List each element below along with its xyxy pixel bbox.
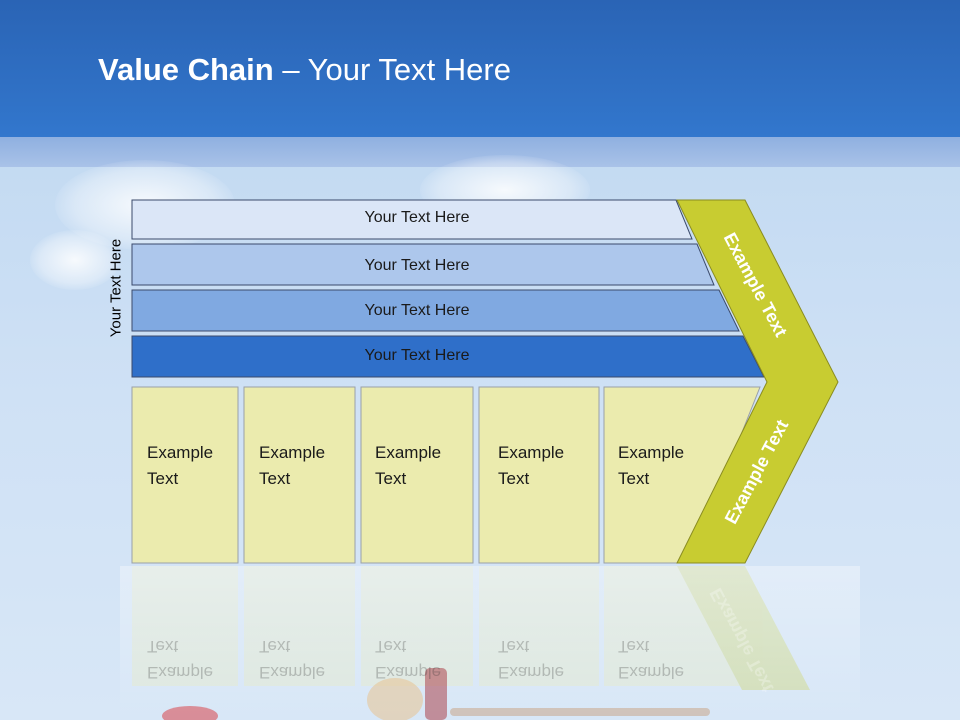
bar-label-4: Your Text Here <box>364 347 470 364</box>
column-label-5-reflection: Example Text <box>618 633 713 685</box>
column-label-line1: Example <box>498 663 565 682</box>
slide-title: Value Chain – Your Text Here <box>98 52 511 88</box>
wine-bottle-shape <box>425 668 447 720</box>
column-label-line2: Text <box>375 637 407 656</box>
column-label-1-reflection: Example Text <box>147 633 242 685</box>
chevron-arrow <box>676 199 839 564</box>
slide-title-rest: – Your Text Here <box>273 52 511 87</box>
corkscrew-shape <box>450 708 710 716</box>
slide-title-bold: Value Chain <box>98 52 274 87</box>
bar-label-1: Your Text Here <box>364 209 470 226</box>
title-bar <box>0 0 960 137</box>
column-4 <box>478 386 600 564</box>
column-1 <box>131 386 239 564</box>
column-2 <box>243 386 356 564</box>
column-label-line2: Text <box>259 469 291 488</box>
column-label-line2: Text <box>498 637 530 656</box>
column-label-line1: Example <box>147 663 214 682</box>
bread-shape <box>367 678 423 720</box>
column-3 <box>360 386 474 564</box>
column-label-line2: Text <box>618 637 650 656</box>
column-label-3-reflection: Example Text <box>375 633 470 685</box>
bar-3 <box>131 289 740 332</box>
column-label-line2: Text <box>498 469 530 488</box>
column-label-line1: Example <box>618 663 685 682</box>
column-label-line1: Example <box>498 443 565 462</box>
column-label-line2: Text <box>618 469 650 488</box>
column-label-2-reflection: Example Text <box>259 633 354 685</box>
bar-1 <box>131 199 693 240</box>
column-label-line1: Example <box>147 443 214 462</box>
column-label-line1: Example <box>259 663 326 682</box>
column-label-line1: Example <box>259 443 326 462</box>
cloud <box>30 230 120 290</box>
column-label-line1: Example <box>375 663 442 682</box>
bar-label-3: Your Text Here <box>364 302 470 319</box>
column-label-line2: Text <box>259 637 291 656</box>
column-label-line2: Text <box>375 469 407 488</box>
column-label-line1: Example <box>375 443 442 462</box>
apple-shape <box>162 706 218 720</box>
column-label-4-reflection: Example Text <box>498 633 593 685</box>
bar-2 <box>131 243 715 286</box>
reflection-fade <box>120 566 860 720</box>
column-label-line2: Text <box>147 469 179 488</box>
bar-label-2: Your Text Here <box>364 257 470 274</box>
column-label-line2: Text <box>147 637 179 656</box>
column-label-line1: Example <box>618 443 685 462</box>
